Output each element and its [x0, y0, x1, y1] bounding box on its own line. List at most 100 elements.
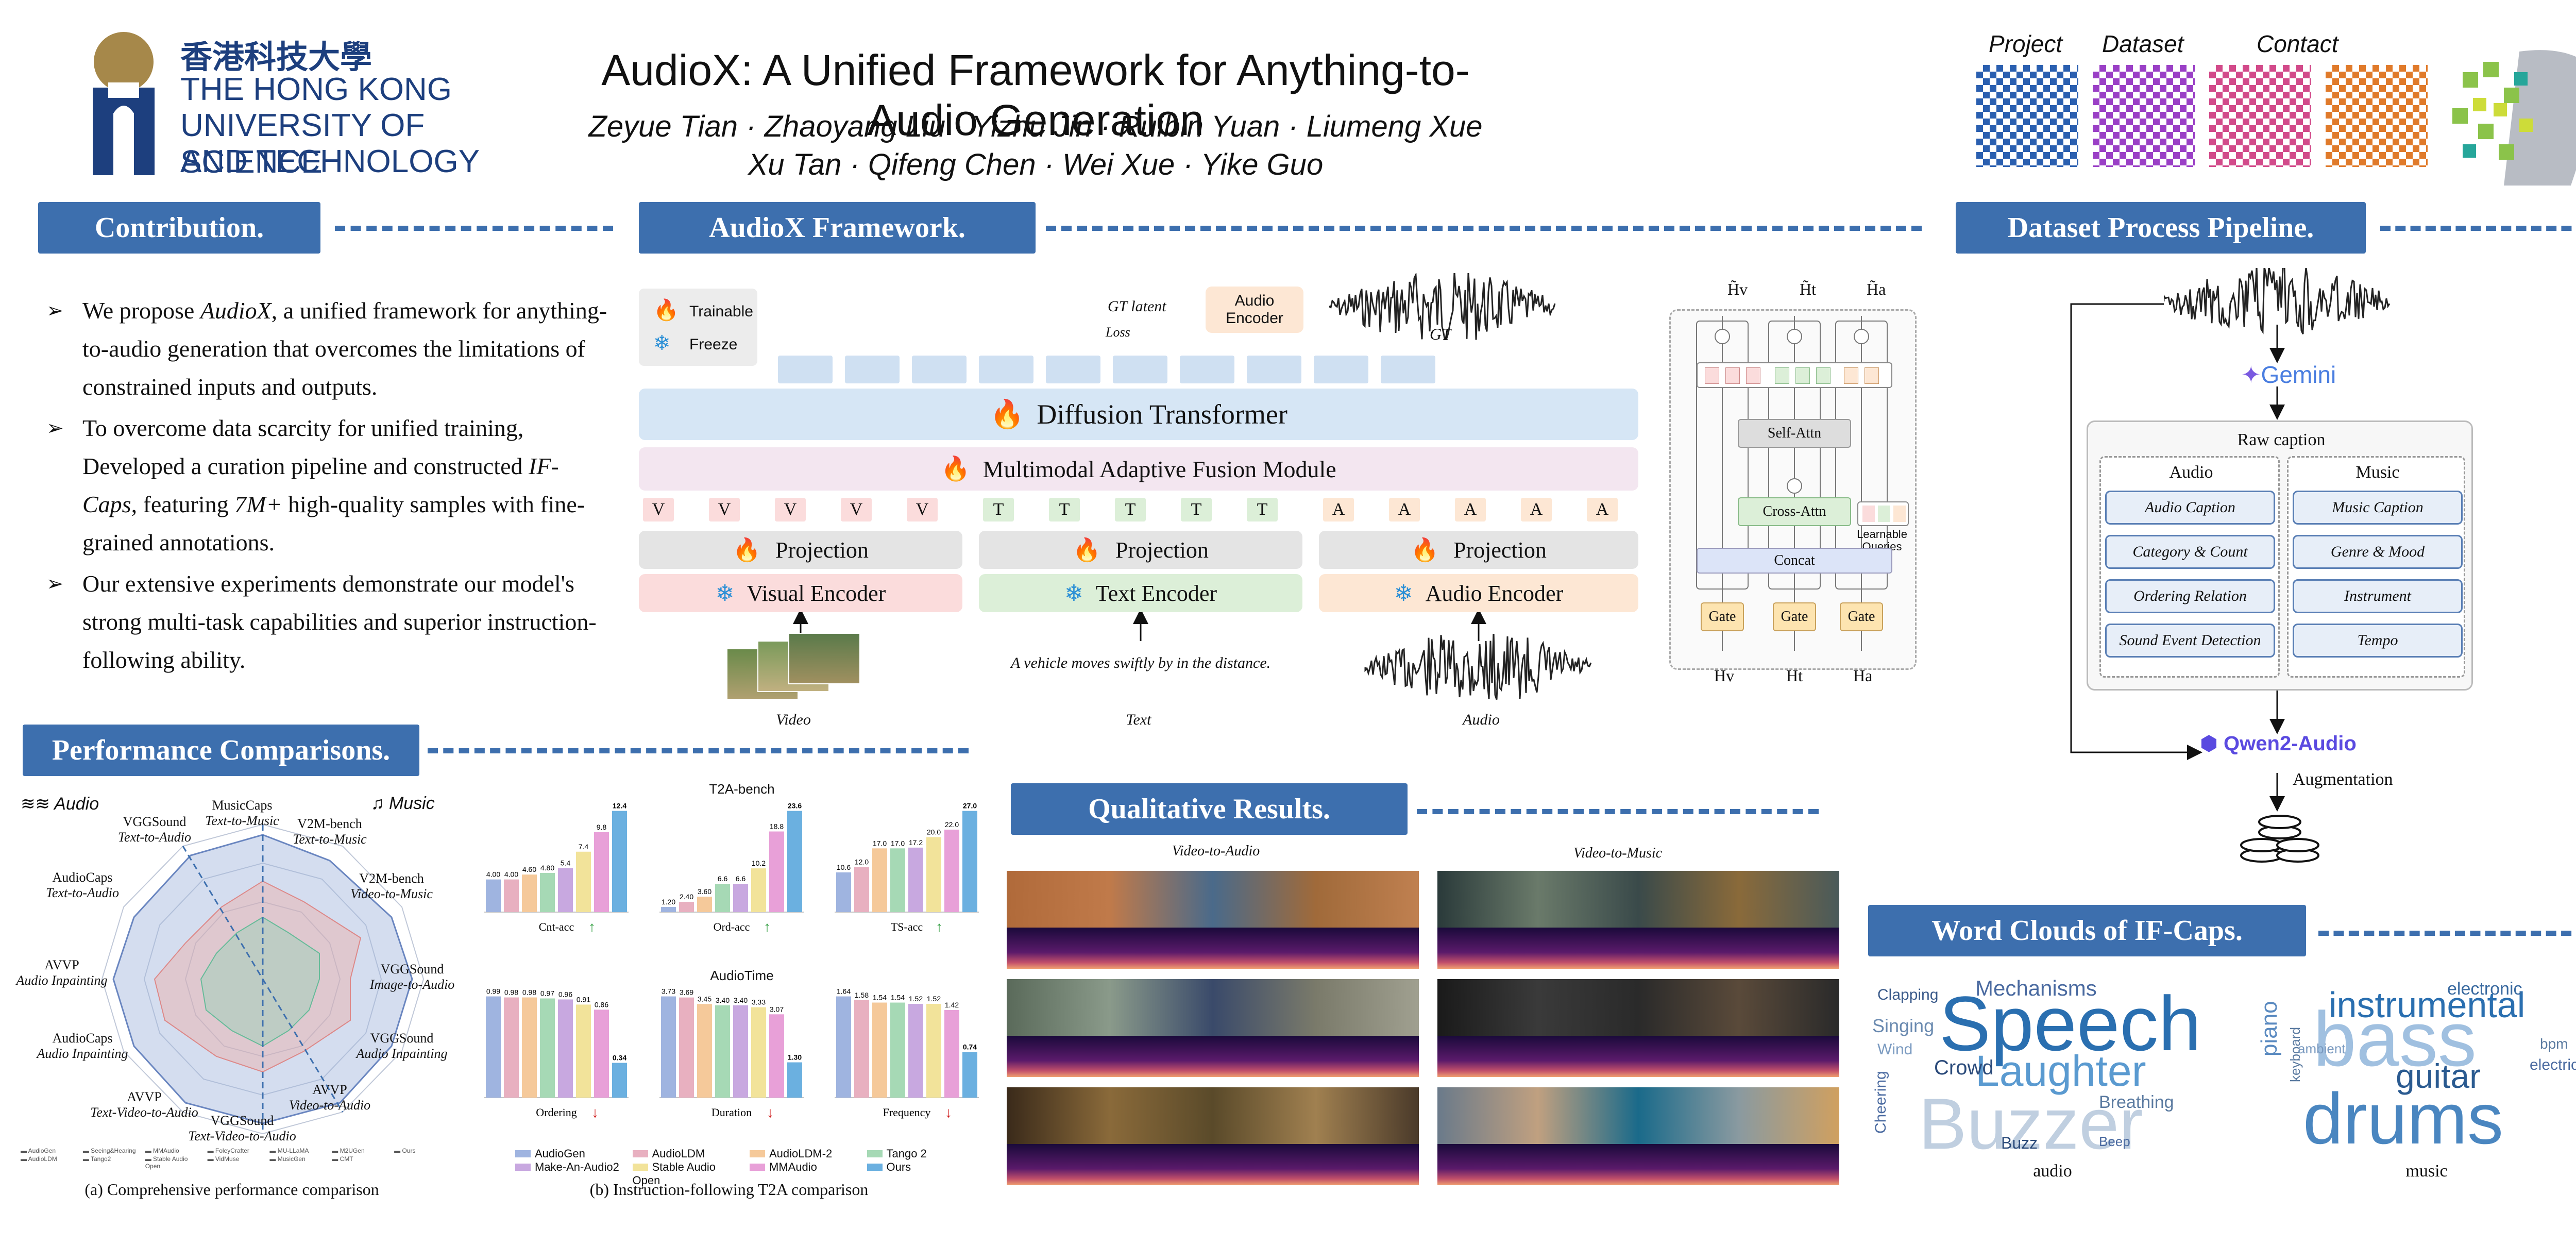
qr-contact-2[interactable] — [2323, 62, 2431, 170]
legend-trainable: Trainable — [689, 303, 753, 320]
bar — [926, 1003, 941, 1098]
h-in-a: Ha — [1853, 666, 1873, 685]
v2a-title: Video-to-Audio — [1172, 843, 1260, 859]
bar — [486, 996, 501, 1098]
ds-category-count: Category & Count — [2105, 535, 2275, 569]
wc-word: Speech — [1939, 980, 2201, 1067]
diffusion-transformer-block: 🔥Diffusion Transformer — [639, 389, 1638, 440]
v2a-sample-2[interactable] — [1007, 979, 1419, 1082]
audio-column: Audio Audio Caption Category & Count Ord… — [2099, 456, 2280, 678]
data-label: 1.52 — [909, 995, 923, 1003]
h-out-v: H̃v — [1727, 280, 1748, 298]
ds-ordering-relation: Ordering Relation — [2105, 579, 2275, 613]
gt-label: GT — [1430, 325, 1451, 343]
down-arrow-icon: ↓ — [767, 1105, 774, 1121]
legend-label: AudioLDM-2 — [769, 1147, 833, 1160]
divider — [1046, 226, 1922, 231]
legend-swatch — [867, 1164, 883, 1171]
up-arrow-icon: ↑ — [588, 919, 596, 935]
wc-word: ambient — [2298, 1041, 2346, 1056]
divider — [1417, 809, 1819, 814]
cross-attn-block: Cross-Attn — [1738, 497, 1851, 526]
qr-project[interactable] — [1973, 62, 2081, 170]
data-label: 1.20 — [662, 898, 675, 906]
qr-dataset[interactable] — [2090, 62, 2198, 170]
wc-word: Beep — [2099, 1134, 2130, 1149]
bar — [715, 1005, 730, 1098]
wc-word: Laughter — [1975, 1047, 2146, 1095]
bar — [697, 897, 712, 912]
ai-head-logo — [2452, 50, 2576, 186]
wc-word: Wind — [1877, 1041, 1913, 1058]
data-label: 3.40 — [716, 996, 730, 1004]
bar — [769, 1014, 784, 1098]
x-label: Frequency — [883, 1106, 931, 1119]
wc-word: drums — [2303, 1078, 2503, 1159]
data-label: 18.8 — [770, 822, 784, 831]
ds-music-caption: Music Caption — [2293, 491, 2463, 525]
data-label: 1.54 — [873, 994, 887, 1002]
radar-audio-tag: ≋≋ Audio — [21, 794, 99, 814]
wc-word: electric — [2530, 1056, 2576, 1073]
wc-word: Singing — [1872, 1015, 1935, 1036]
music-wordcloud: bass instrumental drums guitar synth pia… — [2251, 979, 2576, 1159]
gt-waveform — [1329, 273, 1556, 340]
detail-token-row — [1697, 362, 1892, 388]
audio-wordcloud-label: audio — [2033, 1162, 2072, 1181]
qr-label-dataset: Dataset — [2102, 30, 2184, 57]
data-label: 10.6 — [837, 863, 851, 871]
v2a-sample-3[interactable] — [1007, 1087, 1419, 1190]
audio-column-title: Audio — [2169, 463, 2213, 482]
v2m-sample-1[interactable] — [1437, 871, 1839, 974]
bar — [836, 996, 851, 1098]
legend-item: Make-An-Audio2 — [515, 1160, 628, 1187]
framework-legend: 🔥 Trainable ❄ Freeze — [639, 289, 757, 366]
music-note-icon: ♫ — [371, 794, 389, 813]
legend-item: Ours — [867, 1160, 979, 1187]
audio-encoder-top: Audio Encoder — [1206, 287, 1303, 333]
ds-instrument: Instrument — [2293, 579, 2463, 613]
legend-swatch — [750, 1150, 765, 1157]
radar-music-tag: ♫ Music — [371, 794, 435, 813]
audio-encoder: ❄Audio Encoder — [1319, 574, 1638, 612]
ds-sound-event-detection: Sound Event Detection — [2105, 624, 2275, 658]
contribution-item: Our extensive experiments demonstrate ou… — [46, 565, 608, 679]
wc-word: Buzzer — [1919, 1083, 2143, 1159]
fusion-module-block: 🔥Multimodal Adaptive Fusion Module — [639, 447, 1638, 491]
snowflake-icon: ❄ — [715, 580, 735, 606]
x-label: Cnt-acc — [539, 920, 574, 933]
legend-swatch — [515, 1164, 531, 1171]
qr-contact-1[interactable] — [2206, 62, 2314, 170]
fire-icon: 🔥 — [1411, 537, 1439, 563]
data-label: 0.99 — [486, 987, 500, 996]
divider — [2380, 226, 2576, 231]
wc-word: guitar — [2396, 1057, 2481, 1095]
bar — [576, 851, 591, 912]
v2m-sample-3[interactable] — [1437, 1087, 1839, 1190]
divider — [2318, 931, 2576, 936]
fusion-detail-panel: H̃v H̃t H̃a Self-Attn Cross-Attn Learnab… — [1669, 280, 1917, 685]
data-label: 17.0 — [873, 839, 887, 847]
concat-block: Concat — [1697, 548, 1892, 574]
data-label: 6.6 — [718, 874, 728, 883]
bar — [504, 879, 519, 912]
section-wordclouds: Word Clouds of IF-Caps. — [1868, 905, 2306, 956]
bar — [890, 1002, 905, 1098]
v2a-sample-1[interactable] — [1007, 871, 1419, 974]
text-encoder: ❄Text Encoder — [979, 574, 1302, 612]
bar — [522, 997, 537, 1098]
data-label: 1.54 — [891, 994, 905, 1002]
v2m-sample-2[interactable] — [1437, 979, 1839, 1082]
caption-b: (b) Instruction-following T2A comparison — [589, 1180, 869, 1199]
music-column: Music Music Caption Genre & Mood Instrum… — [2287, 456, 2465, 678]
visual-encoder: ❄Visual Encoder — [639, 574, 962, 612]
wc-word: piano — [2257, 1001, 2282, 1056]
x-label: TS-acc — [891, 920, 923, 933]
